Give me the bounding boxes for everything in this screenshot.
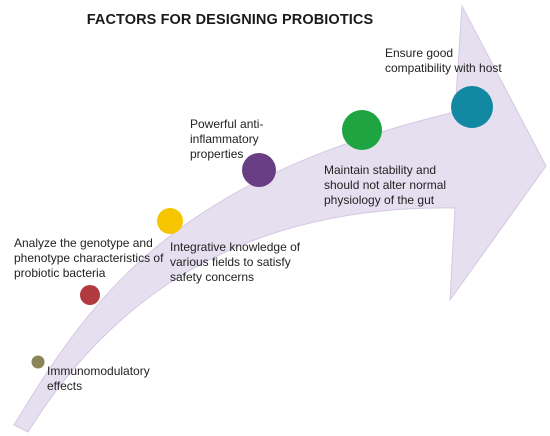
factor-dot-genotype bbox=[80, 285, 100, 305]
curved-arrow bbox=[13, 4, 547, 433]
factor-dot-compatibility bbox=[451, 86, 493, 128]
factor-label-integrative-knowledge: Integrative knowledge of various fields … bbox=[170, 240, 301, 284]
factor-dot-anti-inflammatory bbox=[242, 153, 276, 187]
factor-dot-integrative-knowledge bbox=[157, 208, 183, 234]
factor-dot-stability bbox=[342, 110, 382, 150]
factor-label-immunomodulatory: Immunomodulatory effects bbox=[47, 364, 150, 393]
diagram-title: FACTORS FOR DESIGNING PROBIOTICS bbox=[86, 12, 374, 28]
factor-label-stability: Maintain stability and should not alter … bbox=[324, 163, 447, 207]
factor-label-compatibility: Ensure good compatibility with host bbox=[385, 46, 502, 75]
factor-label-anti-inflammatory: Powerful anti- inflammatory properties bbox=[190, 117, 264, 161]
factor-dot-immunomodulatory bbox=[31, 355, 45, 369]
factor-label-genotype: Analyze the genotype and phenotype chara… bbox=[14, 236, 164, 280]
